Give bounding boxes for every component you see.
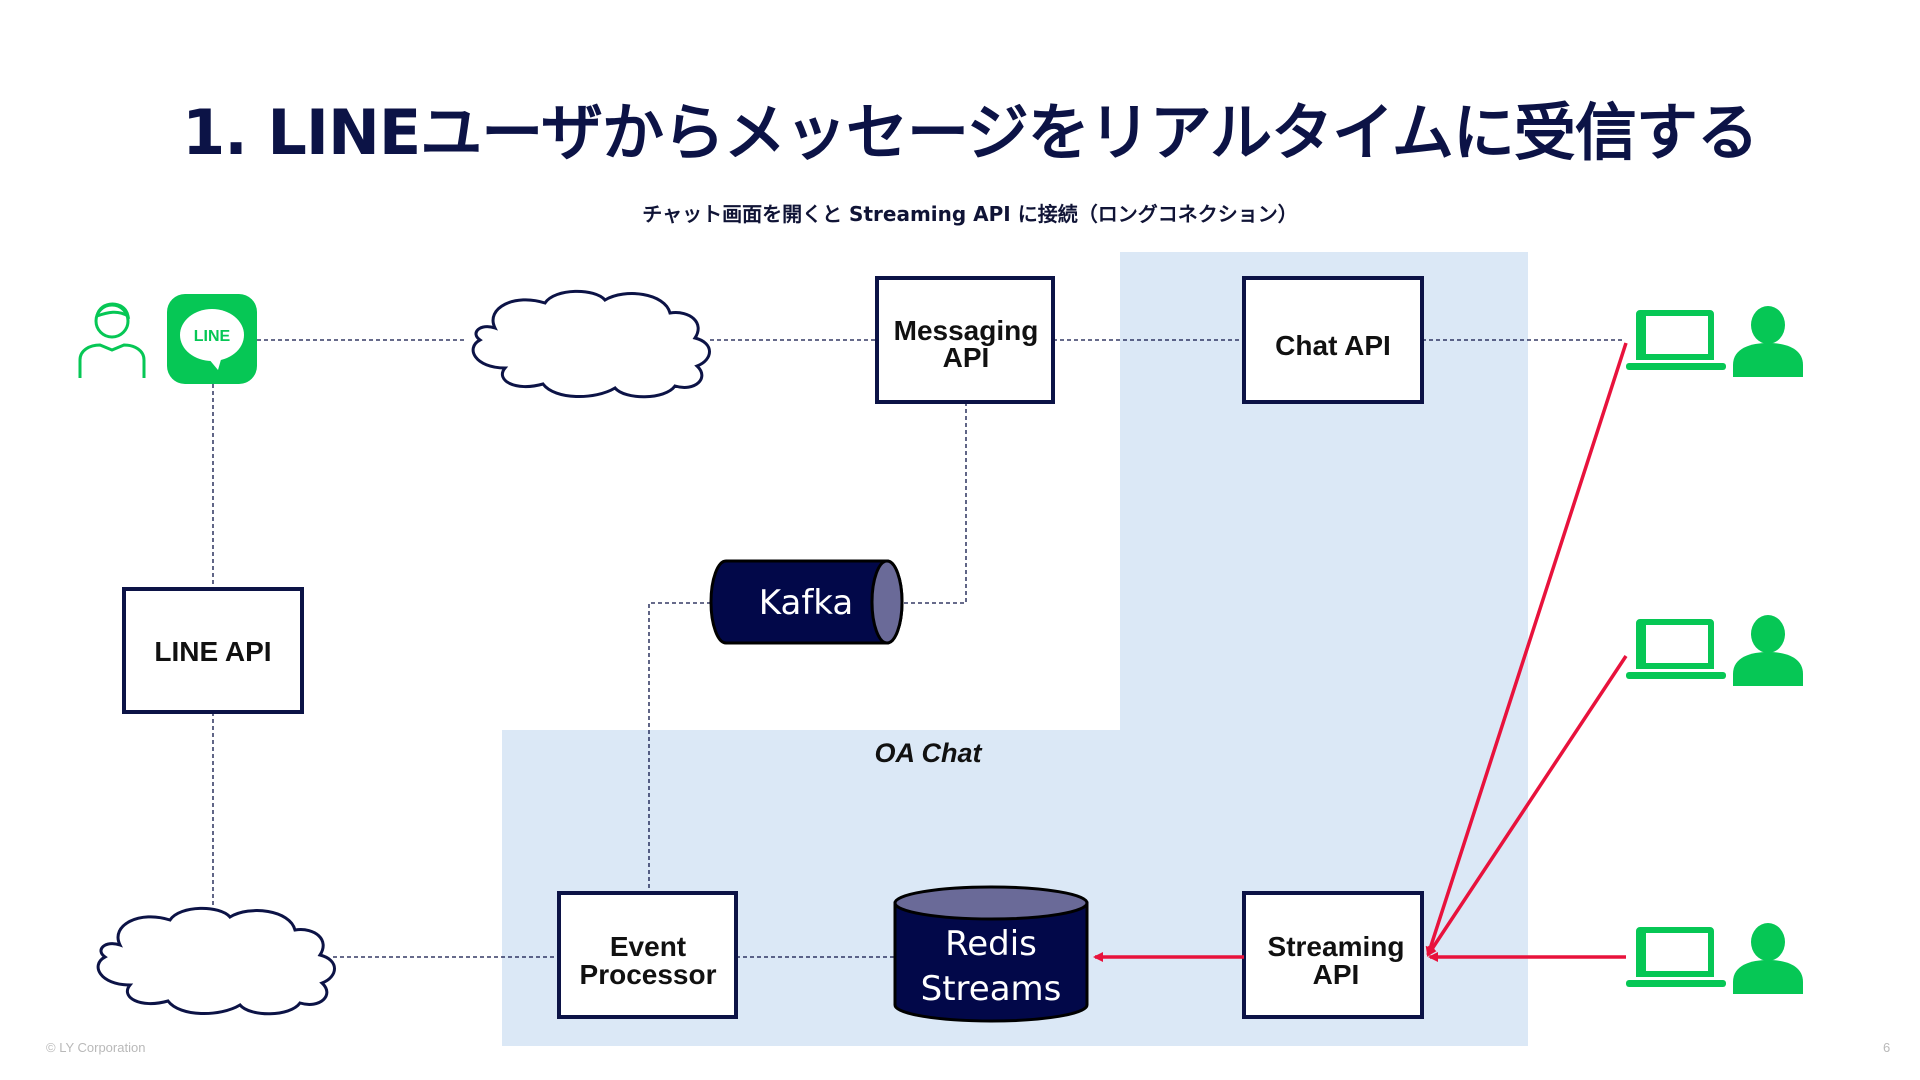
connector-messaging-to-kafka (902, 402, 967, 604)
laptop-icon (1626, 619, 1726, 679)
kafka-queue-node[interactable]: Kafka (709, 559, 904, 645)
slide-title: 1. LINEユーザからメッセージをリアルタイムに受信する (182, 96, 1759, 169)
event-processor-label-line1: Event (610, 931, 686, 962)
line-api-label: LINE API (154, 636, 271, 667)
client-operator-2 (1626, 615, 1803, 686)
laptop-icon (1626, 927, 1726, 987)
person-icon (1733, 615, 1803, 686)
arrow-client2-to-streaming (1426, 655, 1628, 957)
streaming-api-node[interactable]: Streaming API (1242, 891, 1424, 1019)
connector-kafka-to-event-processor (648, 602, 711, 893)
redis-streams-node[interactable]: Redis Streams (893, 885, 1089, 1023)
person-icon (1733, 306, 1803, 377)
streaming-api-label-line2: API (1313, 959, 1360, 990)
kafka-label: Kafka (759, 583, 853, 623)
internet-cloud-bottom (96, 906, 336, 1016)
chat-api-label: Chat API (1275, 330, 1391, 361)
oa-chat-group-region (502, 252, 1528, 1046)
footer-copyright: © LY Corporation (46, 1040, 146, 1055)
messaging-api-label-line1: Messaging (894, 315, 1039, 346)
streaming-api-label-line1: Streaming (1268, 931, 1405, 962)
user-outline-icon (78, 302, 146, 378)
internet-cloud-top (471, 289, 711, 399)
client-operator-1 (1626, 306, 1803, 377)
slide-subtitle: チャット画面を開くと Streaming API に接続（ロングコネクション） (642, 202, 1298, 226)
streaming-connections (1093, 342, 1628, 962)
client-operator-3 (1626, 923, 1803, 994)
line-app-icon-label: LINE (194, 328, 231, 345)
redis-label-line2: Streams (921, 969, 1062, 1009)
line-api-node[interactable]: LINE API (122, 587, 304, 714)
redis-label-line1: Redis (945, 924, 1037, 964)
messaging-api-label-line2: API (943, 342, 990, 373)
arrow-client1-to-streaming (1425, 342, 1628, 957)
page-number: 6 (1883, 1040, 1891, 1055)
laptop-icon (1626, 310, 1726, 370)
connectors (212, 339, 1625, 958)
person-icon (1733, 923, 1803, 994)
event-processor-node[interactable]: Event Processor (557, 891, 738, 1019)
messaging-api-node[interactable]: Messaging API (875, 276, 1055, 404)
line-app-icon: LINE (167, 294, 257, 384)
event-processor-label-line2: Processor (580, 959, 717, 990)
chat-api-node[interactable]: Chat API (1242, 276, 1424, 404)
oa-chat-group-label: OA Chat (875, 738, 983, 768)
